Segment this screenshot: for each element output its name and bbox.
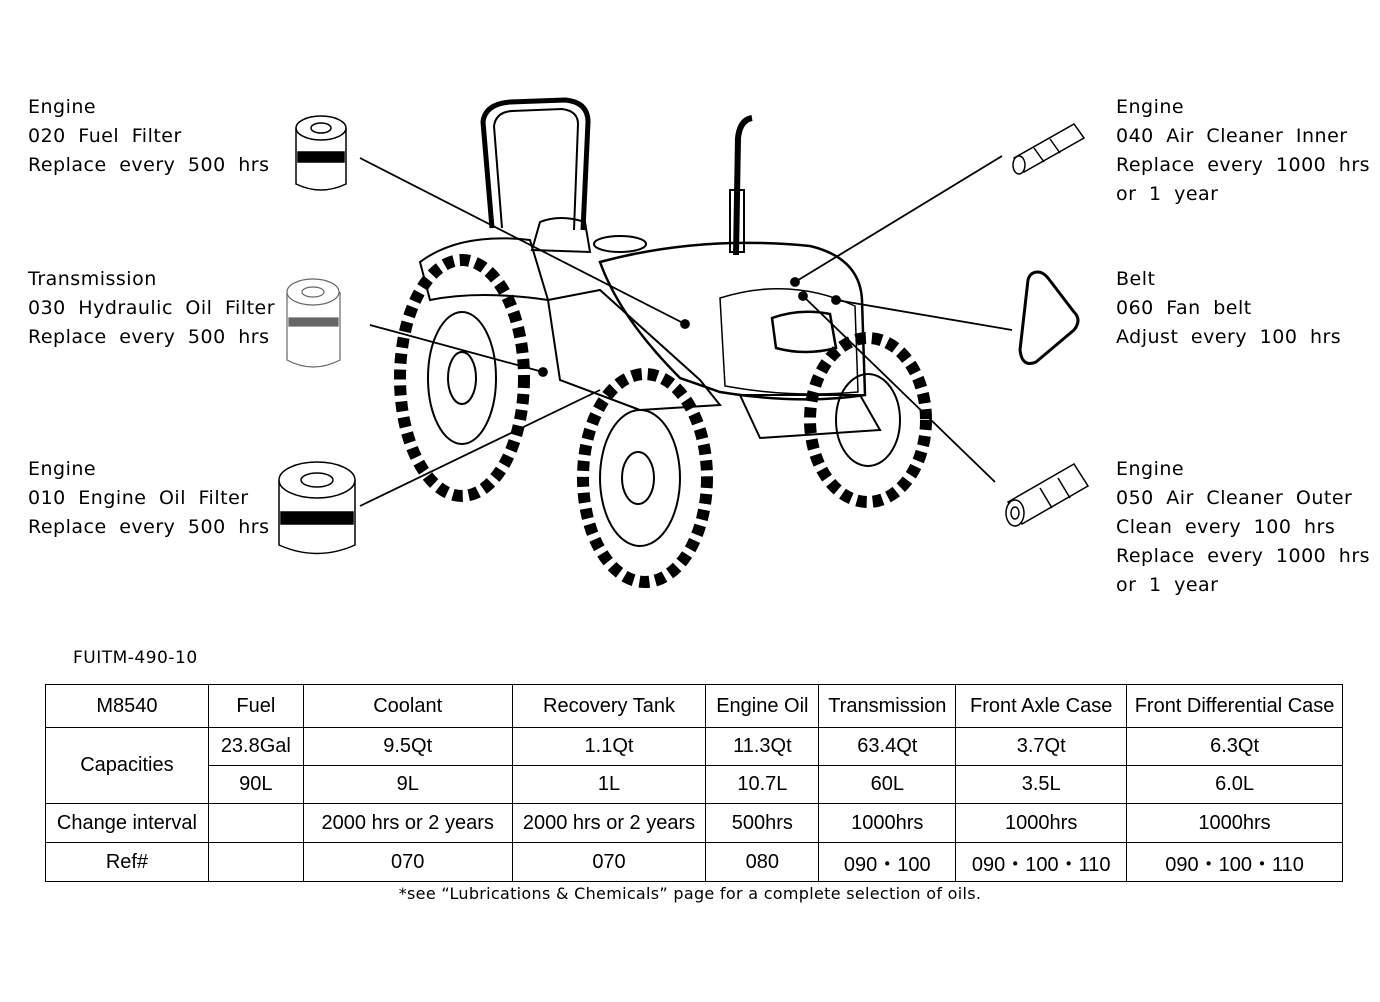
callout-interval: Replace every 500 hrs: [28, 516, 270, 538]
callout-air-cleaner-inner: Engine 040 Air Cleaner Inner Replace eve…: [1116, 93, 1370, 209]
callout-interval: Replace every 1000 hrs: [1116, 545, 1371, 567]
callout-category: Engine: [28, 96, 97, 118]
header-cell: Coolant: [302, 684, 513, 728]
table-cell: 23.8Gal: [207, 727, 304, 766]
footnote: *see “Lubrications & Chemicals” page for…: [398, 884, 982, 903]
table-cell: 090・100・110: [955, 842, 1128, 882]
hood: [598, 241, 867, 401]
air-cleaner-inner-icon: [1012, 123, 1086, 175]
table-cell: 63.4Qt: [818, 727, 957, 766]
table-header-row: M8540 Fuel Coolant Recovery Tank Engine …: [45, 684, 1343, 728]
fuel-filter-icon: [295, 115, 347, 191]
table-cell: 090・100: [818, 842, 957, 882]
table-cell: 500hrs: [705, 803, 820, 843]
header-cell: Transmission: [818, 684, 957, 728]
header-cell: Fuel: [207, 684, 304, 728]
callout-interval: Replace every 500 hrs: [28, 154, 270, 176]
table-cell: 2000 hrs or 2 years: [511, 803, 707, 843]
table-cell: 090・100・110: [1126, 842, 1343, 882]
tractor-diagram: [278, 97, 1090, 588]
table-cell: 080: [705, 842, 820, 882]
table-cell: 11.3Qt: [705, 727, 820, 766]
exhaust-stack: [733, 115, 753, 256]
table-cell: 2000 hrs or 2 years: [302, 803, 513, 843]
chassis: [546, 288, 722, 412]
table-cell: 1000hrs: [1126, 803, 1343, 843]
oil-filter-icon: [278, 461, 356, 555]
table-cell: [207, 842, 304, 882]
front-tire-left: [577, 368, 713, 588]
table-cell: 070: [302, 842, 513, 882]
callout-hydraulic-filter: Transmission 030 Hydraulic Oil Filter Re…: [28, 265, 275, 352]
table-cell: 9.5Qt: [302, 727, 513, 766]
table-cell: 1L: [511, 765, 707, 804]
model-cell: M8540: [45, 684, 209, 728]
table-cell: [207, 803, 304, 843]
table-cell: 1000hrs: [818, 803, 957, 843]
leader-line-fan-belt: [835, 299, 1013, 331]
row-label: Capacities: [45, 727, 209, 804]
callout-part: 050 Air Cleaner Outer: [1116, 487, 1353, 509]
callout-interval-alt: or 1 year: [1116, 574, 1219, 596]
table-cell: 9L: [302, 765, 513, 804]
callout-oil-filter: Engine 010 Engine Oil Filter Replace eve…: [28, 455, 269, 542]
diagram-code: FUITM-490-10: [73, 648, 198, 668]
table-row: Ref# 070 070 080 090・100 090・100・110 090…: [45, 842, 1343, 882]
table-row: 90L 9L 1L 10.7L 60L 3.5L 6.0L: [46, 765, 1343, 804]
table-cell: 3.5L: [955, 765, 1128, 804]
callout-air-cleaner-outer: Engine 050 Air Cleaner Outer Clean every…: [1116, 455, 1370, 600]
capacity-table: M8540 Fuel Coolant Recovery Tank Engine …: [45, 684, 1343, 882]
row-label: Change interval: [45, 803, 209, 843]
steering-wheel: [593, 235, 647, 253]
row-label: Ref#: [45, 842, 209, 882]
callout-part: 030 Hydraulic Oil Filter: [28, 297, 276, 319]
callout-part: 020 Fuel Filter: [28, 125, 182, 147]
table-row: Change interval 2000 hrs or 2 years 2000…: [45, 803, 1343, 843]
seat: [530, 217, 592, 254]
table-cell: 1000hrs: [955, 803, 1128, 843]
leader-line-fuel-filter: [359, 157, 686, 325]
leader-line-hydraulic-filter: [369, 324, 544, 373]
callout-interval-alt: or 1 year: [1116, 183, 1219, 205]
headlight: [770, 310, 838, 354]
callout-part: 040 Air Cleaner Inner: [1116, 125, 1348, 147]
leader-line-air-inner: [794, 155, 1003, 283]
header-cell: Front Differential Case: [1126, 684, 1343, 728]
callout-category: Belt: [1116, 268, 1156, 290]
table-cell: 6.0L: [1126, 765, 1343, 804]
table-cell: 90L: [207, 765, 304, 804]
callout-category: Engine: [28, 458, 97, 480]
table-cell: 070: [511, 842, 707, 882]
hydraulic-filter-icon: [286, 278, 341, 368]
callout-interval: Clean every 100 hrs: [1116, 516, 1336, 538]
leader-line-oil-filter: [359, 389, 601, 507]
table-cell: 10.7L: [705, 765, 820, 804]
callout-category: Engine: [1116, 458, 1185, 480]
table-row: Capacities 23.8Gal 9.5Qt 1.1Qt 11.3Qt 63…: [45, 727, 1343, 804]
rops-frame: [480, 97, 591, 231]
header-cell: Engine Oil: [705, 684, 820, 728]
table-cell: 6.3Qt: [1126, 727, 1343, 766]
fan-belt-icon: [1018, 270, 1080, 365]
air-cleaner-outer-icon: [1005, 462, 1090, 527]
front-tire-right: [804, 332, 932, 508]
table-cell: 3.7Qt: [955, 727, 1128, 766]
table-cell: 1.1Qt: [511, 727, 707, 766]
callout-part: 060 Fan belt: [1116, 297, 1252, 319]
callout-interval: Replace every 500 hrs: [28, 326, 270, 348]
callout-interval: Replace every 1000 hrs: [1116, 154, 1371, 176]
leader-line-air-outer: [802, 295, 996, 483]
callout-part: 010 Engine Oil Filter: [28, 487, 249, 509]
rear-tire-left: [394, 254, 530, 502]
callout-category: Transmission: [28, 268, 157, 290]
callout-interval: Adjust every 100 hrs: [1116, 326, 1342, 348]
callout-category: Engine: [1116, 96, 1185, 118]
header-cell: Recovery Tank: [511, 684, 707, 728]
callout-fan-belt: Belt 060 Fan belt Adjust every 100 hrs: [1116, 265, 1341, 352]
header-cell: Front Axle Case: [955, 684, 1128, 728]
callout-fuel-filter: Engine 020 Fuel Filter Replace every 500…: [28, 93, 269, 180]
grille: [719, 287, 859, 395]
table-cell: 60L: [818, 765, 957, 804]
